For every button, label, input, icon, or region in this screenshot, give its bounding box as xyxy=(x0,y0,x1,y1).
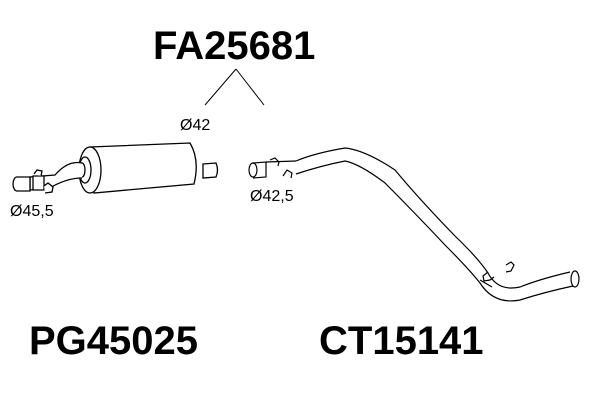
connection-diameter-label: Ø42 xyxy=(180,117,211,134)
pipe-inlet-diameter-label: Ø42,5 xyxy=(250,188,294,205)
assembly-bracket xyxy=(204,68,265,106)
muffler-part-number: PG45025 xyxy=(29,319,199,363)
pipe-part-number: CT15141 xyxy=(319,319,484,363)
muffler-inlet-diameter-label: Ø45,5 xyxy=(10,203,54,220)
muffler-drawing xyxy=(12,142,219,194)
assembly-part-number: FA25681 xyxy=(153,24,316,68)
pipe-drawing xyxy=(248,147,580,302)
